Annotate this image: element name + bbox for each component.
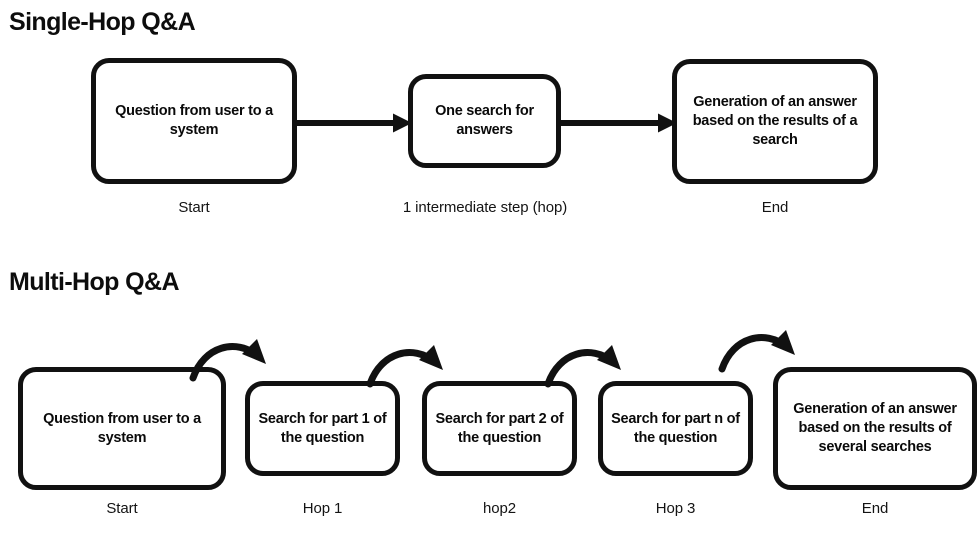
section-title-single-hop: Single-Hop Q&A (9, 8, 196, 36)
node-multi-hop-1: Search for part 1 of the question (245, 381, 400, 476)
node-multi-hop-n: Search for part n of the question (598, 381, 753, 476)
node-multi-hop-start: Question from user to a system (18, 367, 226, 490)
caption-multi-hop-start: Start (106, 500, 138, 517)
straight-arrow-icon (294, 113, 412, 133)
node-single-hop-start: Question from user to a system (91, 58, 297, 184)
caption-multi-hop-n: Hop 3 (655, 500, 696, 517)
caption-multi-hop-1: Hop 1 (302, 500, 343, 517)
node-label: Search for part 2 of the question (435, 410, 564, 446)
caption-multi-hop-2: hop2 (483, 500, 516, 517)
node-label: Search for part n of the question (611, 410, 740, 446)
node-multi-hop-end: Generation of an answer based on the res… (773, 367, 977, 490)
caption-single-hop-end: End (761, 199, 789, 216)
caption-single-hop-start: Start (178, 199, 210, 216)
caption-single-hop-search: 1 intermediate step (hop) (402, 199, 568, 216)
node-single-hop-end: Generation of an answer based on the res… (672, 59, 878, 184)
node-label: One search for answers (435, 103, 534, 138)
caption-multi-hop-end: End (861, 500, 889, 517)
node-single-hop-search: One search for answers (408, 74, 561, 168)
node-label: Question from user to a system (115, 103, 273, 138)
node-label: Generation of an answer based on the res… (692, 94, 858, 148)
node-label: Generation of an answer based on the res… (793, 401, 957, 455)
node-label: Question from user to a system (43, 410, 201, 446)
node-label: Search for part 1 of the question (258, 410, 387, 446)
straight-arrow-icon (557, 113, 677, 133)
node-multi-hop-2: Search for part 2 of the question (422, 381, 577, 476)
section-title-multi-hop: Multi-Hop Q&A (9, 268, 180, 296)
